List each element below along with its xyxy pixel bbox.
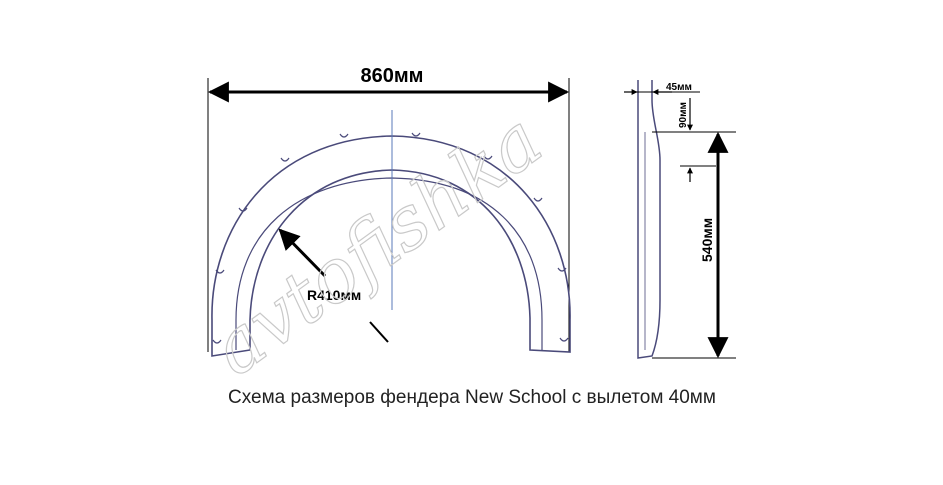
front-view: 860мм R410мм xyxy=(207,65,571,357)
offset-label: 45мм xyxy=(666,82,692,93)
mounting-tab xyxy=(483,155,493,160)
mounting-tab xyxy=(557,267,567,272)
step-label: 90мм xyxy=(678,102,689,128)
width-label: 860мм xyxy=(361,65,424,87)
mounting-tab xyxy=(559,337,569,342)
radius-leader xyxy=(369,321,389,343)
side-view: 45мм 90мм 540мм xyxy=(624,80,736,359)
mounting-tabs xyxy=(212,132,569,344)
diagram-caption: Схема размеров фендера New School с выле… xyxy=(228,387,716,408)
mounting-tab xyxy=(533,197,543,202)
mounting-tab xyxy=(339,133,349,138)
watermark-text: avtofishka xyxy=(196,97,557,392)
height-label: 540мм xyxy=(699,218,715,262)
mounting-tab xyxy=(238,207,248,212)
radius-label: R410мм xyxy=(307,287,361,303)
mounting-tab xyxy=(212,339,222,344)
mounting-tab xyxy=(280,157,290,162)
mounting-tab xyxy=(411,132,421,137)
radius-arrow xyxy=(278,228,327,278)
mounting-tab xyxy=(215,269,225,274)
side-profile-outline xyxy=(637,80,661,359)
